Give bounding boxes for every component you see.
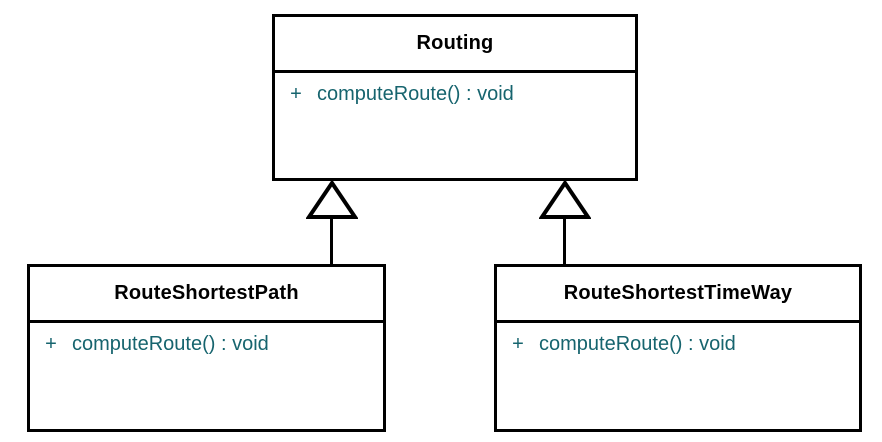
hollow-triangle-arrowhead-icon — [306, 180, 358, 219]
class-members-compartment: + computeRoute() : void — [497, 323, 859, 429]
class-name-compartment: RouteShortestTimeWay — [497, 267, 859, 323]
generalization-stem — [563, 215, 566, 266]
member-visibility-label: + — [290, 83, 302, 105]
member-signature-label: computeRoute() : void — [72, 333, 269, 355]
class-member-row[interactable]: + computeRoute() : void — [275, 83, 635, 106]
class-name-label: RouteShortestTimeWay — [563, 282, 793, 304]
member-signature-label: computeRoute() : void — [317, 83, 514, 105]
member-visibility-label: + — [512, 333, 524, 355]
member-signature-label: computeRoute() : void — [539, 333, 736, 355]
class-box-route-shortest-path[interactable]: RouteShortestPath + computeRoute() : voi… — [27, 264, 386, 432]
class-box-routing[interactable]: Routing + computeRoute() : void — [272, 14, 638, 181]
hollow-triangle-arrowhead-icon — [539, 180, 591, 219]
class-name-label: RouteShortestPath — [114, 282, 299, 304]
member-visibility-label: + — [45, 333, 57, 355]
class-box-route-shortest-time-way[interactable]: RouteShortestTimeWay + computeRoute() : … — [494, 264, 862, 432]
class-name-compartment: RouteShortestPath — [30, 267, 383, 323]
generalization-stem — [330, 215, 333, 266]
class-name-compartment: Routing — [275, 17, 635, 73]
class-member-row[interactable]: + computeRoute() : void — [497, 333, 859, 356]
class-members-compartment: + computeRoute() : void — [275, 73, 635, 178]
class-name-label: Routing — [416, 32, 494, 54]
class-members-compartment: + computeRoute() : void — [30, 323, 383, 429]
class-member-row[interactable]: + computeRoute() : void — [30, 333, 383, 356]
